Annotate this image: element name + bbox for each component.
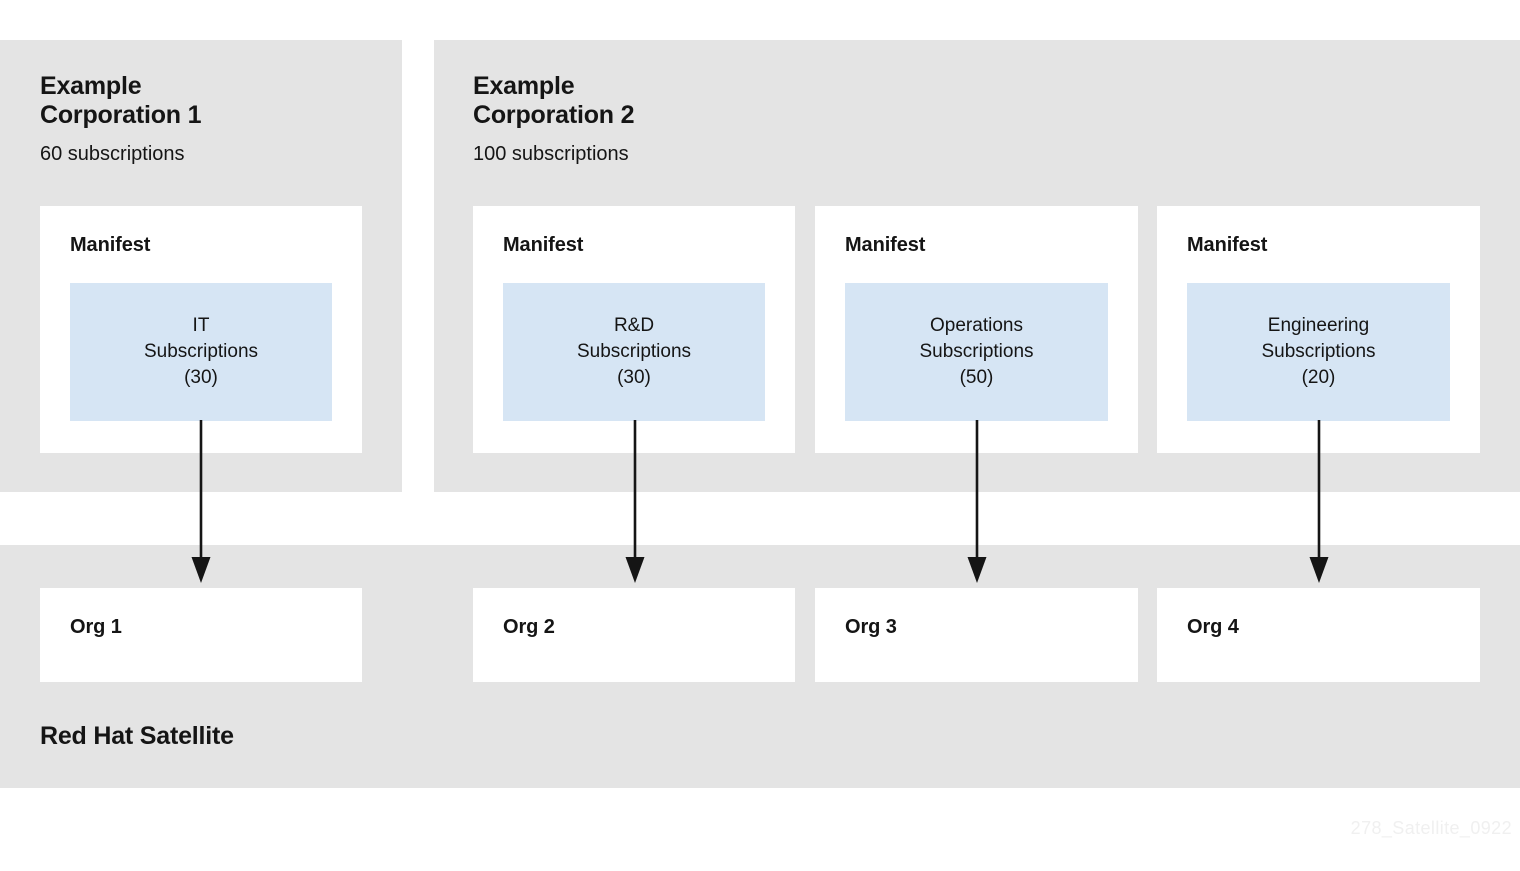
org-label: Org 4 [1187, 616, 1239, 638]
org-card-2: Org 2 [473, 588, 795, 682]
corporation-1-title: Example Corporation 1 [40, 72, 202, 129]
corporation-1-header: Example Corporation 1 60 subscriptions [40, 72, 201, 166]
corporation-2-subscriptions: 100 subscriptions [473, 143, 629, 165]
subscription-box-text: Engineering Subscriptions (20) [1261, 315, 1376, 388]
subscription-box-it: IT Subscriptions (30) [70, 283, 332, 421]
subscription-box-text: IT Subscriptions (30) [143, 315, 259, 388]
subscription-box-operations: Operations Subscriptions (50) [845, 283, 1108, 421]
org-label: Org 1 [70, 616, 122, 638]
manifest-label: Manifest [70, 234, 151, 256]
red-hat-satellite-title: Red Hat Satellite [40, 722, 234, 750]
org-card-1: Org 1 [40, 588, 362, 682]
org-card-4: Org 4 [1157, 588, 1480, 682]
org-label: Org 2 [503, 616, 555, 638]
subscription-box-text: R&D Subscriptions (30) [576, 315, 692, 388]
subscription-box-engineering: Engineering Subscriptions (20) [1187, 283, 1450, 421]
manifest-label: Manifest [1187, 234, 1268, 256]
corporation-1-subscriptions: 60 subscriptions [40, 143, 185, 165]
manifest-card-it: Manifest IT Subscriptions (30) [40, 206, 362, 453]
org-label: Org 3 [845, 616, 897, 638]
manifest-label: Manifest [503, 234, 584, 256]
manifest-card-rnd: Manifest R&D Subscriptions (30) [473, 206, 795, 453]
subscription-box-rnd: R&D Subscriptions (30) [503, 283, 765, 421]
corporation-2-title: Example Corporation 2 [473, 72, 635, 129]
manifest-card-engineering: Manifest Engineering Subscriptions (20) [1157, 206, 1480, 453]
corporation-2-header: Example Corporation 2 100 subscriptions [473, 72, 634, 166]
subscription-box-text: Operations Subscriptions (50) [919, 315, 1034, 388]
manifest-card-operations: Manifest Operations Subscriptions (50) [815, 206, 1138, 453]
manifest-label: Manifest [845, 234, 926, 256]
org-card-3: Org 3 [815, 588, 1138, 682]
watermark-label: 278_Satellite_0922 [1350, 818, 1512, 838]
